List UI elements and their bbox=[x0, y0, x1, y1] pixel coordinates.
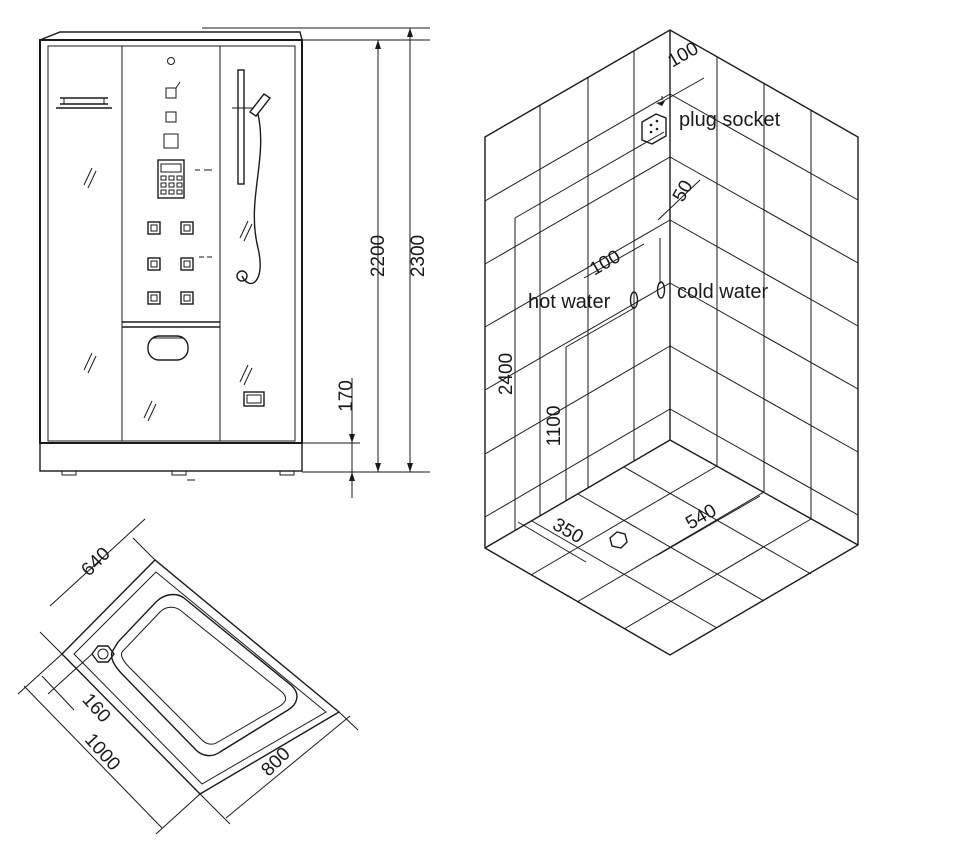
tray-basin bbox=[110, 593, 298, 757]
wall-tiles-left bbox=[484, 51, 671, 518]
button-square-icon bbox=[165, 111, 177, 123]
label-plug-socket: plug socket bbox=[679, 109, 781, 131]
tray-drain-icon bbox=[91, 645, 115, 663]
glass-reflection-marks bbox=[83, 167, 253, 422]
tray-dimension-lines bbox=[17, 518, 359, 835]
cabin-frame bbox=[39, 39, 303, 444]
dim-cabin-height: 2200 bbox=[368, 235, 389, 277]
floor-drain-icon bbox=[609, 531, 628, 549]
towel-shelf bbox=[56, 97, 112, 109]
dim-drain-offset: 160 bbox=[78, 690, 115, 728]
dim-pipe-offset: 50 bbox=[669, 177, 698, 206]
foot-right bbox=[279, 470, 295, 476]
foot-center bbox=[171, 470, 187, 476]
label-hot-water: hot water bbox=[528, 291, 611, 313]
dim-pipe-spacing: 100 bbox=[586, 246, 624, 280]
light-icon bbox=[167, 57, 175, 65]
floor-tiles bbox=[530, 465, 812, 630]
foot-left bbox=[61, 470, 77, 476]
massage-jets bbox=[147, 221, 194, 305]
wall-tiles-right bbox=[669, 57, 859, 519]
room-outline bbox=[484, 29, 859, 656]
cabin-base bbox=[39, 442, 303, 472]
cold-water-pipe-icon bbox=[656, 281, 666, 299]
speaker-icon bbox=[165, 87, 177, 99]
center-column bbox=[121, 45, 221, 442]
seat bbox=[122, 321, 220, 361]
room-dimension-lines bbox=[514, 131, 761, 563]
cabin-roof bbox=[39, 31, 303, 41]
thermostat-icon bbox=[243, 391, 265, 407]
room-corner-view: 100 plug socket hot water cold water 50 … bbox=[484, 29, 859, 656]
dim-drain-y: 540 bbox=[682, 500, 720, 534]
dim-socket-height: 2400 bbox=[496, 353, 517, 395]
left-glass-panel bbox=[47, 45, 123, 442]
right-glass-panel bbox=[219, 45, 296, 442]
hose-outlet-icon bbox=[236, 270, 248, 282]
shower-hose bbox=[241, 113, 262, 285]
dim-overall-height: 2300 bbox=[408, 235, 429, 277]
label-cold-water: cold water bbox=[677, 281, 768, 303]
front-view: 2200 2300 170 bbox=[39, 27, 430, 498]
front-dimension-arrows bbox=[349, 28, 413, 481]
shower-head-icon bbox=[248, 93, 272, 117]
dim-pipe-height: 1100 bbox=[544, 406, 565, 447]
vent-square-icon bbox=[163, 133, 179, 149]
plug-socket-icon bbox=[641, 113, 667, 145]
dim-long-side: 1000 bbox=[80, 730, 124, 775]
front-dimension-lines bbox=[202, 27, 430, 498]
control-panel bbox=[157, 159, 185, 199]
shower-rail bbox=[232, 69, 272, 285]
dim-base-height: 170 bbox=[336, 380, 357, 412]
tray-view: 640 160 1000 800 bbox=[17, 518, 359, 835]
